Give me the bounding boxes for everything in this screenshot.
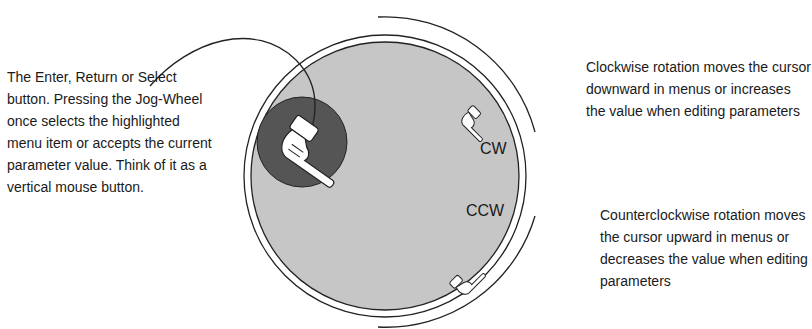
ccw-arc: [378, 216, 535, 327]
cw-hand: [458, 105, 495, 142]
wheel-disc: [251, 42, 519, 310]
ccw-description: Counterclockwise rotation moves the curs…: [600, 204, 812, 292]
cw-arc: [378, 17, 535, 132]
direction-label: CW: [480, 138, 520, 160]
direction-label: CCW: [466, 200, 516, 222]
pressing-hand: [274, 114, 355, 188]
cw-description: Clockwise rotation moves the cursor down…: [586, 56, 812, 122]
wheel-rim: [244, 35, 526, 317]
ccw-hand: [449, 261, 486, 298]
button-description: The Enter, Return or Select button. Pres…: [7, 66, 215, 198]
